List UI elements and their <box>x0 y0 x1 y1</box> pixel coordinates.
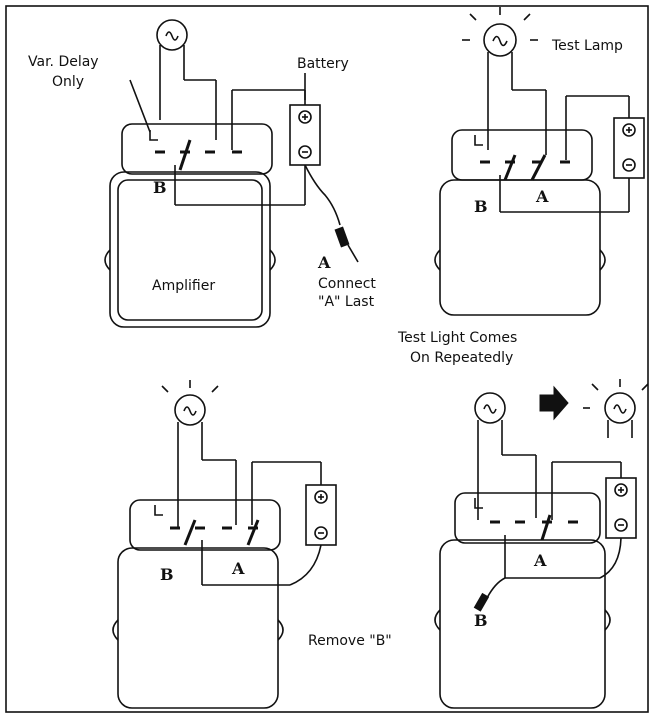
label-only: Only <box>52 74 84 90</box>
amplifier-connector-2 <box>451 129 593 181</box>
terminal-a-3: A <box>231 559 245 578</box>
label-connect: Connect <box>318 276 376 292</box>
amplifier-connector-3 <box>129 499 281 551</box>
amplifier-connector-4 <box>454 492 601 544</box>
terminal-b-3: B <box>160 565 174 584</box>
lit-bulb-icon-3 <box>161 380 219 528</box>
panel-3: B A Remove "B" <box>112 380 392 709</box>
battery-icon-4 <box>605 477 637 539</box>
bulb-icon <box>156 19 188 120</box>
label-var-delay: Var. Delay <box>28 54 99 70</box>
terminal-b: B <box>153 178 167 197</box>
outer-frame <box>5 5 649 713</box>
label-remove-b: Remove "B" <box>308 633 392 649</box>
label-amplifier: Amplifier <box>152 278 215 294</box>
lit-bulb-icon <box>462 7 538 150</box>
terminal-a: A <box>317 253 331 272</box>
terminal-b-2: B <box>474 197 488 216</box>
jumper-wire <box>178 139 192 171</box>
battery-icon <box>289 104 321 166</box>
battery-icon-3 <box>305 484 337 546</box>
leader-line <box>129 79 151 133</box>
amplifier-body-3 <box>117 547 279 709</box>
amplifier-body-4 <box>439 539 606 709</box>
amplifier-body-2 <box>439 179 601 316</box>
arrow-right-icon <box>539 385 569 421</box>
bulb-icon-4 <box>474 392 506 520</box>
amplifier-connector <box>121 123 273 175</box>
lit-bulb-icon-4 <box>583 379 649 438</box>
label-test-light-comes: Test Light Comes <box>397 330 517 346</box>
label-on-repeatedly: On Repeatedly <box>410 350 513 366</box>
panel-2: Test Lamp B A <box>434 7 645 316</box>
label-a-last: "A" Last <box>318 294 375 310</box>
label-battery: Battery <box>297 56 349 72</box>
battery-icon-2 <box>613 117 645 179</box>
amplifier-body <box>109 171 271 328</box>
panel-4: B A <box>434 379 649 709</box>
clip-a <box>334 226 350 248</box>
terminal-b-4: B <box>474 611 488 630</box>
label-test-lamp: Test Lamp <box>551 38 623 54</box>
panel-1: Var. Delay Only Battery B Amplifier A Co… <box>28 19 376 328</box>
terminal-a-4: A <box>533 551 547 570</box>
clip-b <box>473 592 490 612</box>
terminal-a-2: A <box>535 187 549 206</box>
